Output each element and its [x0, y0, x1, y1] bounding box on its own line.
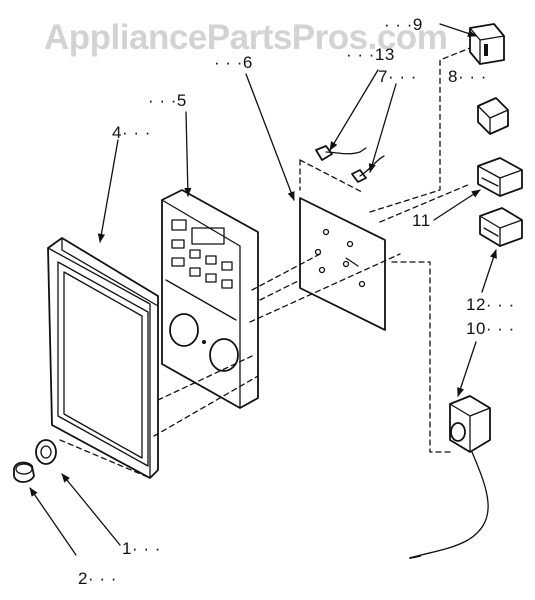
callout-2: 2· · · [78, 569, 117, 588]
callout-6: · · ·6 [214, 53, 253, 72]
watermark: AppliancePartsPros.com [44, 18, 448, 57]
callout-10: 10· · · [466, 319, 515, 338]
assembly-lines [59, 47, 471, 479]
callout-8: 8· · · [448, 67, 487, 86]
part-circuit-board [299, 197, 386, 331]
part-sensor-10 [409, 395, 491, 559]
part-switch-13 [315, 145, 367, 161]
part-terminal-12 [479, 207, 523, 247]
leader-lines [29, 23, 497, 556]
part-switch-7 [351, 155, 385, 183]
part-connector-9 [469, 23, 505, 65]
callout-12: 12· · · [466, 295, 515, 314]
callout-1: 1· · · [122, 539, 161, 558]
callout-11: 11 [412, 211, 431, 230]
part-knob [13, 461, 35, 483]
callout-7: 7· · · [378, 67, 417, 86]
callout-4: 4· · · [112, 123, 151, 142]
part-relay-8 [477, 97, 509, 135]
callout-5: · · ·5 [148, 91, 187, 110]
callout-9: · · ·9 [384, 15, 423, 34]
part-frame [47, 237, 159, 479]
part-control-bracket [161, 189, 259, 409]
callout-13: · · ·13 [346, 45, 395, 64]
callout-labels: 1· · · 2· · · 4· · · · · ·5 · · ·6 7· · … [78, 15, 515, 588]
part-knob-ring [35, 439, 57, 465]
part-terminal-11 [477, 157, 523, 197]
